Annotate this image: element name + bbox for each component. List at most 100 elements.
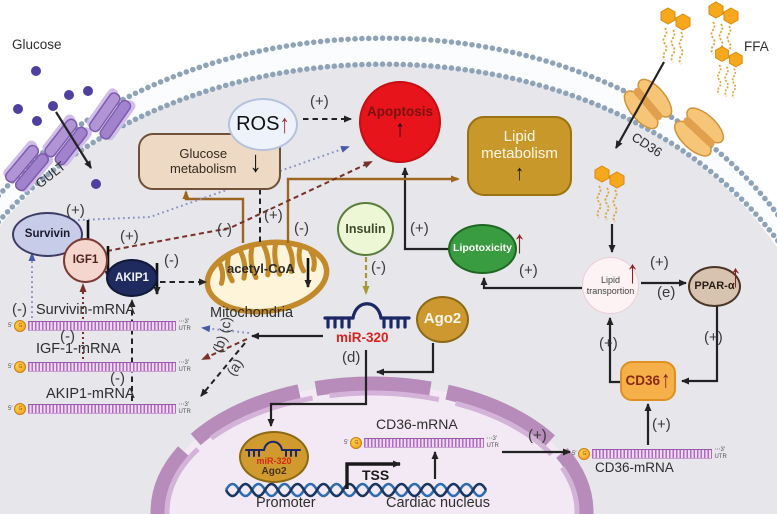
lipid-metabolism-up-indicator: ↑ <box>515 160 524 185</box>
igf1-node: IGF1 <box>63 238 108 283</box>
igf1-label: IGF1 <box>72 254 99 267</box>
lipid-metabolism-label: Lipid metabolism <box>481 128 558 162</box>
lipotoxicity-node: Lipotoxicity <box>448 224 517 274</box>
complex-ago2-label: Ago2 <box>261 465 287 477</box>
lipid-transportion-label: Lipid transportion <box>586 275 635 296</box>
igf1-mrna-strip: 5′ G ⋯3′UTR <box>8 360 191 373</box>
survivin-mrna-label: Survivin-mRNA <box>36 302 136 318</box>
akip1-node: AKIP1 <box>106 259 158 297</box>
mrna-bar <box>592 448 713 459</box>
mrna-bar <box>28 403 177 414</box>
three-prime-utr-label: ⋯3′UTR <box>178 319 190 332</box>
cardiac-nucleus-label: Cardiac nucleus <box>386 495 490 511</box>
sign-akip1-acetyl: (-) <box>164 252 179 269</box>
ffa-label: FFA <box>744 39 769 54</box>
mir320-ago2-complex: miR-320 Ago2 <box>239 431 309 483</box>
ffa-molecule <box>660 7 691 65</box>
sign-survivin-apoptosis: (+) <box>66 202 85 219</box>
five-prime-label: 5′ <box>8 322 13 329</box>
dna-helix <box>224 482 488 498</box>
five-prime-label: 5′ <box>8 363 13 370</box>
cap-icon: G <box>14 319 27 332</box>
utr: UTR <box>178 325 191 332</box>
five-prime-label: 5′ <box>8 405 13 412</box>
mrna-bar <box>28 361 177 372</box>
sign-mrna-export: (+) <box>528 427 547 444</box>
cd36-protein-box: CD36 ↑ <box>620 361 676 401</box>
cd36-mrna-cyto-label: CD36-mRNA <box>595 460 674 475</box>
mrna-bar <box>364 437 485 448</box>
cd36-protein-label: CD36 <box>625 373 660 389</box>
arrow-transport-to-lipotoxicity <box>480 277 582 290</box>
ppar-alpha-label: PPAR-α <box>694 280 735 293</box>
three-prime: ⋯3′ <box>714 447 725 453</box>
mitochondria-label: Mitochondria <box>210 305 294 321</box>
survivin-mrna-strip: 5′ G ⋯3′UTR <box>8 319 191 332</box>
ros-node: ROS ↑ <box>228 98 298 151</box>
mir320-label: miR-320 <box>336 330 389 345</box>
sign-lipotox-apoptosis: (+) <box>410 220 429 237</box>
three-prime-utr-label: ⋯3′UTR <box>178 402 190 415</box>
sign-ppar-cd36: (+) <box>704 329 723 346</box>
arrow-ago2-join <box>376 343 435 376</box>
arrow-tss <box>345 460 401 489</box>
three-prime: ⋯3′ <box>178 402 189 408</box>
ffa-molecule <box>714 45 744 99</box>
ppar-alpha-node: PPAR-α <box>688 266 741 307</box>
cd36-mrna-nuclear-strip: 5′ G ⋯3′UTR <box>344 436 499 449</box>
three-prime: ⋯3′ <box>178 319 189 325</box>
utr: UTR <box>178 366 191 373</box>
arrow-mir320-akip1-mrna <box>200 342 246 397</box>
mitochondria <box>204 239 330 315</box>
glucose-metabolism-down-indicator: ↓ <box>249 144 262 179</box>
cd36-mrna-nuclear-label: CD36-mRNA <box>376 416 458 432</box>
cd36-mrna-cyto-strip: 5′ G ⋯3′UTR <box>572 447 727 460</box>
mir320-hairpin <box>323 302 411 329</box>
three-prime-utr-label: ⋯3′UTR <box>486 436 498 449</box>
five-prime-label: 5′ <box>572 450 577 457</box>
arrow-mir320-to-nucleus <box>267 350 368 427</box>
sign-mrna-to-cd36: (+) <box>652 416 671 433</box>
akip1-mrna-strip: 5′ G ⋯3′UTR <box>8 402 191 415</box>
tss-label: TSS <box>362 467 390 483</box>
three-prime: ⋯3′ <box>486 436 497 442</box>
arrow-ppar-to-cd36 <box>681 306 719 385</box>
membrane-inner-beads <box>0 61 777 245</box>
lipid-transportion-node: Lipid transportion <box>582 257 639 314</box>
akip1-label: AKIP1 <box>115 271 149 284</box>
sign-mito-lipid: (-) <box>294 220 309 237</box>
glucose-metabolism-label: Glucose metabolism <box>170 145 237 176</box>
arrow-glucose-entry <box>55 111 92 169</box>
cap-icon: G <box>14 360 27 373</box>
apoptosis-node: Apoptosis ↑ <box>359 81 441 163</box>
utr: UTR <box>178 408 191 415</box>
cap-icon: G <box>578 447 591 460</box>
mrna-bar <box>28 320 177 331</box>
arrow-cd36-to-transport <box>606 317 621 384</box>
sign-transport-lipotox: (+) <box>519 262 538 279</box>
sign-mrna-igf1: (-) <box>60 328 75 345</box>
ago2-label: Ago2 <box>423 310 462 328</box>
sign-insulin-mir: (-) <box>371 259 386 276</box>
cap-icon: G <box>350 436 363 449</box>
sign-mito-ros: (+) <box>264 207 283 224</box>
cd36-up-indicator: ↑ <box>661 367 671 394</box>
igf1-mrna-label: IGF-1-mRNA <box>36 341 121 357</box>
sign-edge-c: (c) <box>216 316 234 334</box>
sign-igf1-apoptosis: (+) <box>120 228 139 245</box>
sign-cd36-transport: (+) <box>599 335 618 352</box>
survivin-label: Survivin <box>24 228 71 241</box>
ago2-node: Ago2 <box>416 296 469 343</box>
arrow-survivin-to-apoptosis <box>57 146 350 222</box>
five-prime-label: 5′ <box>344 439 349 446</box>
cap-icon: G <box>14 402 27 415</box>
three-prime-utr-label: ⋯3′UTR <box>714 447 726 460</box>
utr: UTR <box>714 453 727 460</box>
ros-up-indicator: ↑ <box>279 109 290 139</box>
sign-ros-apoptosis: (+) <box>310 93 329 110</box>
sign-transport-ppar: (+) <box>650 254 669 271</box>
utr: UTR <box>486 442 499 449</box>
complex-hairpin-icon <box>245 440 301 457</box>
glucose-molecules <box>13 66 101 189</box>
